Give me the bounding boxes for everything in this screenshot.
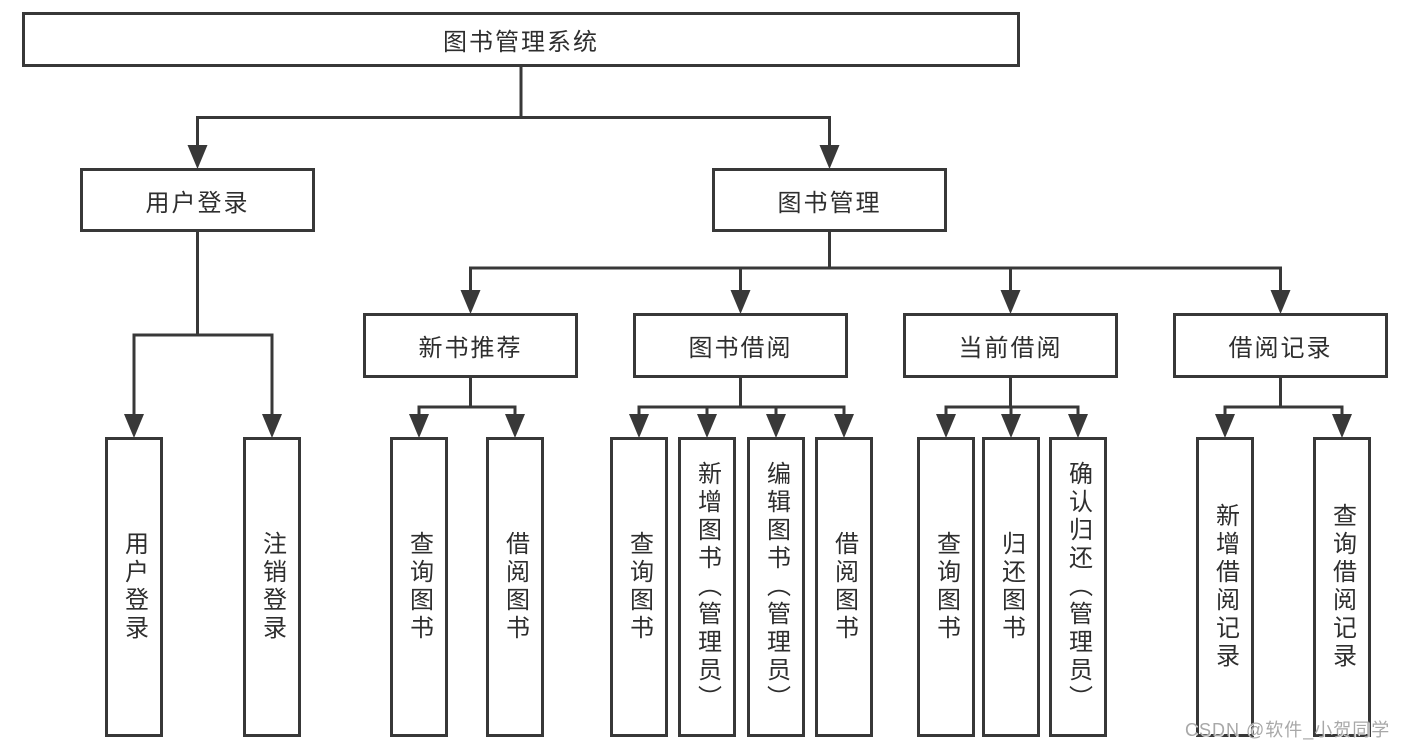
node-book-borrow: 图书借阅: [633, 313, 848, 378]
leaf-add-books-admin: 新增图书（管理员）: [678, 437, 736, 737]
leaf-query-borrow-record: 查询借阅记录: [1313, 437, 1371, 737]
connector-new-book-branch: [417, 377, 517, 418]
connector-user-login-branch: [132, 231, 274, 418]
leaf-add-borrow-record: 新增借阅记录: [1196, 437, 1254, 737]
leaf-edit-books-admin: 编辑图书（管理员）: [747, 437, 805, 737]
arrow-down-icon: [766, 414, 786, 438]
node-book-management: 图书管理: [712, 168, 947, 232]
arrow-down-icon: [1270, 290, 1291, 314]
node-user-login: 用户登录: [80, 168, 315, 232]
arrow-down-icon: [629, 414, 649, 438]
csdn-watermark: CSDN @软件_小贺同学: [1185, 720, 1391, 740]
leaf-borrow-books-recommend: 借阅图书: [486, 437, 544, 737]
leaf-confirm-return-admin: 确认归还（管理员）: [1049, 437, 1107, 737]
connector-book-management-branch: [469, 231, 1282, 294]
leaf-borrow-books: 借阅图书: [815, 437, 873, 737]
arrow-down-icon: [1332, 414, 1352, 438]
connector-root-to-level1: [196, 66, 831, 150]
arrow-down-icon: [187, 145, 208, 169]
arrow-down-icon: [124, 414, 144, 438]
arrow-down-icon: [262, 414, 282, 438]
connector-current-borrow-branch: [944, 377, 1080, 418]
node-borrow-records: 借阅记录: [1173, 313, 1388, 378]
leaf-user-login: 用户登录: [105, 437, 163, 737]
leaf-return-books: 归还图书: [982, 437, 1040, 737]
connector-book-borrow-branch: [637, 377, 846, 418]
arrow-down-icon: [1001, 414, 1021, 438]
node-root-system: 图书管理系统: [22, 12, 1020, 67]
arrow-down-icon: [1068, 414, 1088, 438]
leaf-logout: 注销登录: [243, 437, 301, 737]
connector-borrow-records-branch: [1223, 377, 1344, 418]
arrow-down-icon: [936, 414, 956, 438]
arrow-down-icon: [1000, 290, 1021, 314]
arrow-down-icon: [409, 414, 429, 438]
arrow-down-icon: [460, 290, 481, 314]
arrow-down-icon: [819, 145, 840, 169]
leaf-query-books-recommend: 查询图书: [390, 437, 448, 737]
arrow-down-icon: [730, 290, 751, 314]
arrow-down-icon: [1215, 414, 1235, 438]
arrow-down-icon: [505, 414, 525, 438]
leaf-query-books-current: 查询图书: [917, 437, 975, 737]
arrow-down-icon: [834, 414, 854, 438]
leaf-query-books-borrow: 查询图书: [610, 437, 668, 737]
node-new-book-recommend: 新书推荐: [363, 313, 578, 378]
arrow-down-icon: [697, 414, 717, 438]
node-current-borrow: 当前借阅: [903, 313, 1118, 378]
